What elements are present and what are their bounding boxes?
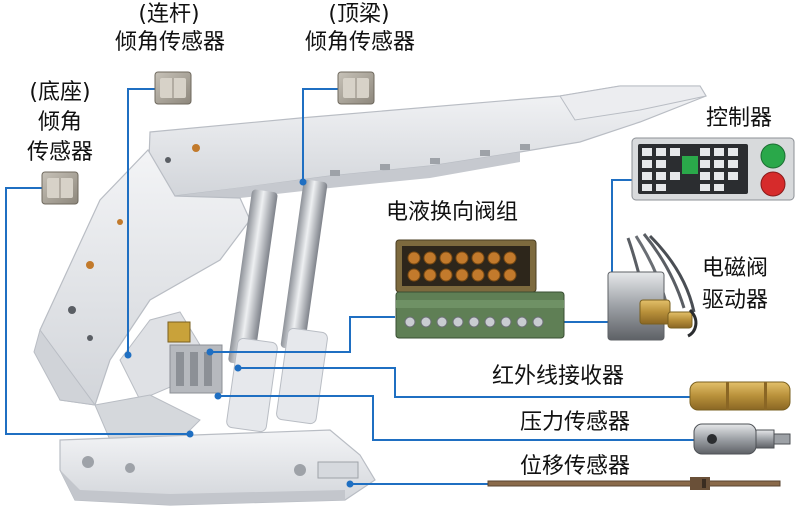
- leader-valve-group: [210, 316, 395, 353]
- onboard-valve-block: [167, 321, 223, 394]
- tilt-sensor-icon: [154, 71, 192, 105]
- displacement-sensor-label: 位移传感器: [520, 454, 631, 479]
- controller-icon: [631, 137, 795, 201]
- valve-group-label: 电液换向阀组: [386, 200, 519, 225]
- leader-dots: [124, 178, 354, 488]
- shield-bolts: [86, 144, 200, 269]
- ir-receiver-label: 红外线接收器: [492, 364, 625, 389]
- pressure-sensor-icon: [693, 423, 791, 455]
- pressure-sensor-label: 压力传感器: [520, 410, 631, 435]
- tilt-sensor-icon: [41, 171, 79, 205]
- hydraulic-support: [33, 85, 707, 506]
- solenoid-driver-icon: [607, 233, 698, 341]
- base-tilt-label-line1: (底座): [29, 80, 91, 105]
- solenoid-driver-label-line2: 驱动器: [702, 288, 769, 313]
- tilt-sensor-icon: [337, 71, 375, 105]
- base-bolts: [82, 456, 306, 476]
- ir-receiver-icon: [689, 381, 791, 411]
- controller-label: 控制器: [706, 106, 773, 131]
- base-tilt-label-line2: 倾角: [37, 110, 82, 135]
- valve-group-icon: [395, 239, 565, 339]
- canopy-details: [330, 144, 530, 176]
- solenoid-driver-label-line1: 电磁阀: [702, 256, 769, 281]
- leader-ir-receiver: [238, 367, 690, 398]
- leader-pressure-sensor: [218, 395, 695, 441]
- canopy-tilt-label-line2: 倾角传感器: [304, 30, 415, 55]
- displacement-sensor-icon: [487, 477, 781, 490]
- canopy-tilt-label-line1: (顶梁): [328, 2, 390, 27]
- front-leg-cylinder: [226, 189, 278, 433]
- shield-holes: [68, 157, 171, 341]
- leader-link-tilt: [127, 88, 156, 355]
- link-tilt-label-line2: 倾角传感器: [114, 30, 225, 55]
- base-tilt-label-line3: 传感器: [26, 140, 93, 165]
- link-tilt-label-line1: (连杆): [138, 2, 200, 27]
- base-pusher-block: [317, 461, 359, 479]
- leader-canopy-tilt: [302, 88, 340, 182]
- rear-leg-cylinder: [276, 179, 328, 425]
- leader-base-tilt: [5, 187, 190, 435]
- leader-controller: [611, 179, 632, 292]
